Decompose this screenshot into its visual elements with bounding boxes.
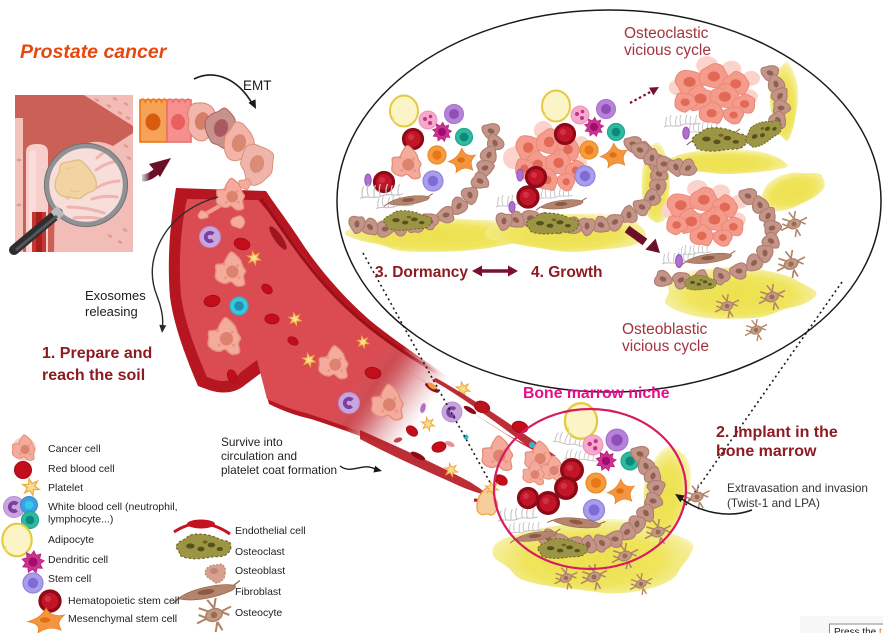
svg-text:Endothelial cell: Endothelial cell	[235, 525, 306, 537]
svg-text:2. Implant in the: 2. Implant in the	[716, 424, 838, 441]
svg-text:Adipocyte: Adipocyte	[48, 534, 94, 546]
svg-text:Cancer cell: Cancer cell	[48, 443, 101, 455]
svg-text:Stem cell: Stem cell	[48, 573, 91, 585]
svg-text:reach the soil: reach the soil	[42, 367, 145, 384]
svg-text:Osteocyte: Osteocyte	[235, 607, 282, 619]
svg-text:circulation and: circulation and	[221, 449, 297, 463]
svg-text:lymphocyte...): lymphocyte...)	[48, 514, 113, 526]
svg-text:platelet coat formation: platelet coat formation	[221, 463, 337, 477]
svg-text:Dendritic cell: Dendritic cell	[48, 554, 108, 566]
svg-text:Exosomes: Exosomes	[85, 288, 146, 303]
svg-text:bone marrow: bone marrow	[716, 443, 817, 460]
svg-text:Osteoclastic: Osteoclastic	[624, 25, 709, 42]
svg-text:releasing: releasing	[85, 304, 138, 319]
svg-text:Hematopoietic stem cell: Hematopoietic stem cell	[68, 595, 179, 607]
svg-text:4. Growth: 4. Growth	[531, 264, 602, 281]
svg-text:vicious cycle: vicious cycle	[624, 42, 711, 59]
svg-text:Press the t: Press the t	[834, 627, 882, 633]
svg-text:3. Dormancy: 3. Dormancy	[375, 264, 468, 281]
svg-text:(Twist-1 and LPA): (Twist-1 and LPA)	[727, 496, 820, 510]
svg-text:1. Prepare and: 1. Prepare and	[42, 345, 152, 362]
svg-text:Fibroblast: Fibroblast	[235, 586, 281, 598]
svg-text:Survive into: Survive into	[221, 435, 283, 449]
svg-text:Prostate cancer: Prostate cancer	[20, 41, 168, 63]
svg-text:EMT: EMT	[243, 78, 272, 93]
svg-text:Red blood cell: Red blood cell	[48, 463, 115, 475]
svg-text:Osteoblastic: Osteoblastic	[622, 321, 708, 338]
svg-text:Osteoclast: Osteoclast	[235, 546, 285, 558]
svg-text:White blood cell (neutrophil,: White blood cell (neutrophil,	[48, 501, 178, 513]
svg-text:Platelet: Platelet	[48, 482, 83, 494]
svg-text:vicious cycle: vicious cycle	[622, 338, 709, 355]
svg-text:Mesenchymal stem cell: Mesenchymal stem cell	[68, 613, 177, 625]
svg-text:Osteoblast: Osteoblast	[235, 565, 285, 577]
svg-text:Extravasation and invasion: Extravasation and invasion	[727, 481, 868, 495]
svg-text:Bone marrow niche: Bone marrow niche	[523, 385, 670, 402]
